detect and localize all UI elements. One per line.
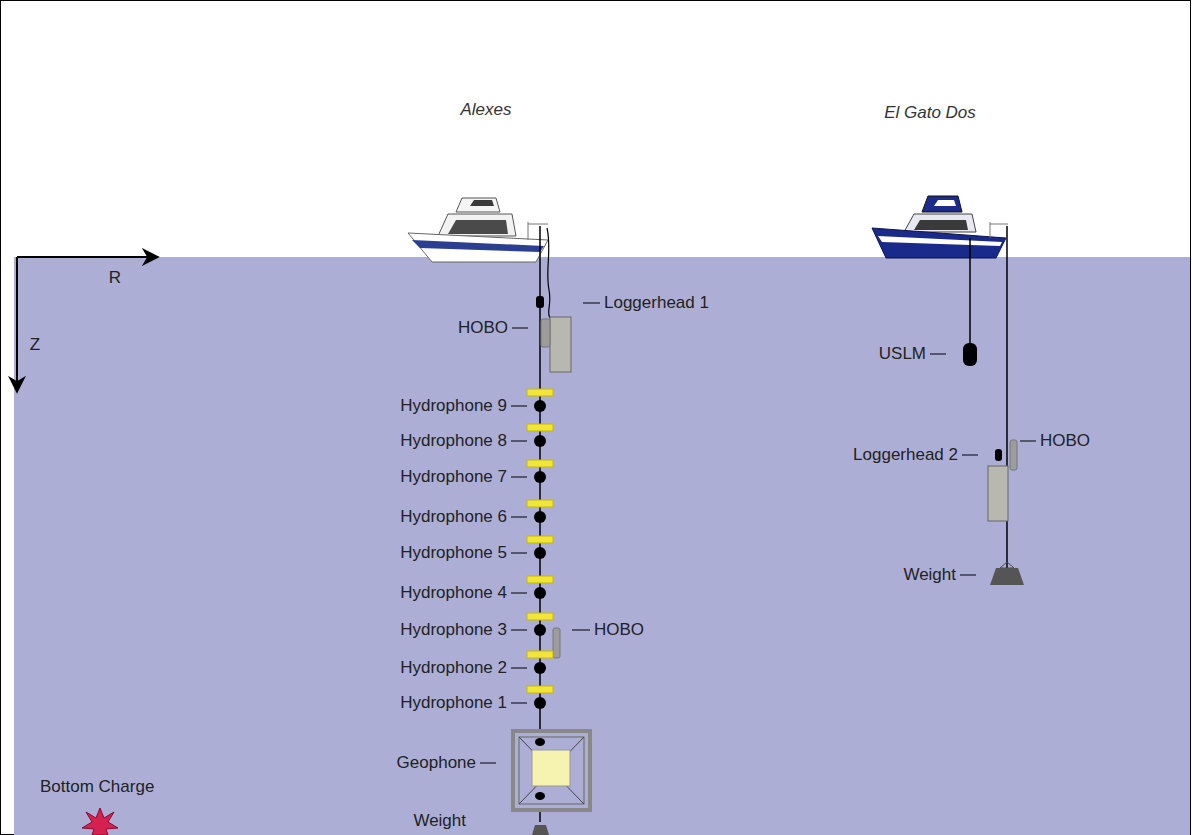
hydrophone bbox=[534, 471, 546, 483]
part-label: Hydrophone 7 bbox=[400, 468, 507, 487]
part-label: Weight bbox=[903, 566, 956, 585]
bottom-charge bbox=[82, 808, 118, 835]
z-axis bbox=[16, 257, 18, 392]
geophone-frame bbox=[513, 731, 590, 810]
boat-el-gato-dos bbox=[872, 196, 1008, 258]
leader-line bbox=[511, 517, 527, 518]
hydrophone bbox=[534, 400, 546, 412]
part-label: El Gato Dos bbox=[884, 104, 976, 123]
part-label: Alexes bbox=[460, 101, 511, 120]
hydrophone bbox=[534, 511, 546, 523]
hobo-housing bbox=[550, 317, 571, 372]
float-band bbox=[527, 389, 553, 396]
alexes-array bbox=[480, 226, 600, 835]
float-band bbox=[527, 460, 553, 467]
part-label: Hydrophone 8 bbox=[400, 432, 507, 451]
part-label: Hydrophone 5 bbox=[400, 544, 507, 563]
leader-line bbox=[511, 406, 527, 407]
el-gato-rig bbox=[930, 226, 1036, 585]
part-label: USLM bbox=[879, 345, 926, 364]
part-label: Hydrophone 2 bbox=[400, 659, 507, 678]
leader-line bbox=[511, 703, 527, 704]
part-label: HOBO bbox=[458, 319, 508, 338]
part-label: Hydrophone 1 bbox=[400, 694, 507, 713]
hydrophone bbox=[534, 547, 546, 559]
part-label: Geophone bbox=[397, 754, 476, 773]
part-label: HOBO bbox=[1040, 432, 1090, 451]
float-band bbox=[527, 424, 553, 431]
float-band bbox=[527, 686, 553, 693]
r-axis bbox=[17, 256, 158, 258]
hydrophone bbox=[534, 662, 546, 674]
leader-line bbox=[511, 477, 527, 478]
part-label: Hydrophone 4 bbox=[400, 584, 507, 603]
float-band bbox=[527, 536, 553, 543]
part-label: Hydrophone 3 bbox=[400, 621, 507, 640]
float-band bbox=[527, 500, 553, 507]
part-label: Loggerhead 1 bbox=[604, 294, 709, 313]
leader-line bbox=[511, 593, 527, 594]
loggerhead-1 bbox=[536, 296, 544, 308]
hydrophone bbox=[534, 435, 546, 447]
part-label: Weight bbox=[413, 812, 466, 831]
leader-line bbox=[511, 441, 527, 442]
part-label: Bottom Charge bbox=[40, 778, 154, 797]
part-label: Hydrophone 9 bbox=[400, 397, 507, 416]
part-label: HOBO bbox=[594, 621, 644, 640]
part-label: Z bbox=[30, 336, 40, 355]
part-label: Loggerhead 2 bbox=[853, 446, 958, 465]
boat-alexes bbox=[408, 198, 548, 262]
part-label: R bbox=[109, 269, 121, 288]
hydrophone bbox=[534, 587, 546, 599]
leader-line bbox=[511, 630, 527, 631]
uslm bbox=[963, 343, 977, 366]
weight bbox=[532, 825, 549, 835]
float-band bbox=[527, 613, 553, 620]
float-band bbox=[527, 576, 553, 583]
hydrophone bbox=[534, 624, 546, 636]
leader-line bbox=[511, 553, 527, 554]
hydrophone bbox=[534, 697, 546, 709]
water bbox=[14, 257, 1190, 835]
float-band bbox=[527, 651, 553, 658]
leader-line bbox=[511, 668, 527, 669]
part-label: Hydrophone 6 bbox=[400, 508, 507, 527]
